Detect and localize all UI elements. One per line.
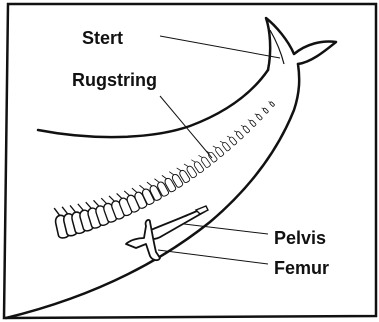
- label-pelvis: Pelvis: [274, 228, 326, 248]
- vertebra: [254, 112, 262, 120]
- vertebra: [248, 118, 257, 127]
- vertebra: [234, 129, 244, 140]
- vertebra: [261, 106, 268, 113]
- label-femur: Femur: [274, 258, 329, 278]
- pelvis-bone: [146, 208, 206, 239]
- vertebra: [268, 100, 275, 106]
- vertebra: [241, 123, 251, 133]
- leader-line-tail: [160, 36, 280, 58]
- leader-line-femur: [158, 250, 268, 264]
- femur-bone: [126, 220, 160, 260]
- vertebra: [227, 134, 238, 146]
- label-tail: Stert: [82, 28, 123, 48]
- leader-line-spine: [160, 96, 212, 158]
- spine-vertebrae: [53, 100, 275, 239]
- label-spine: Rugstring: [72, 70, 157, 90]
